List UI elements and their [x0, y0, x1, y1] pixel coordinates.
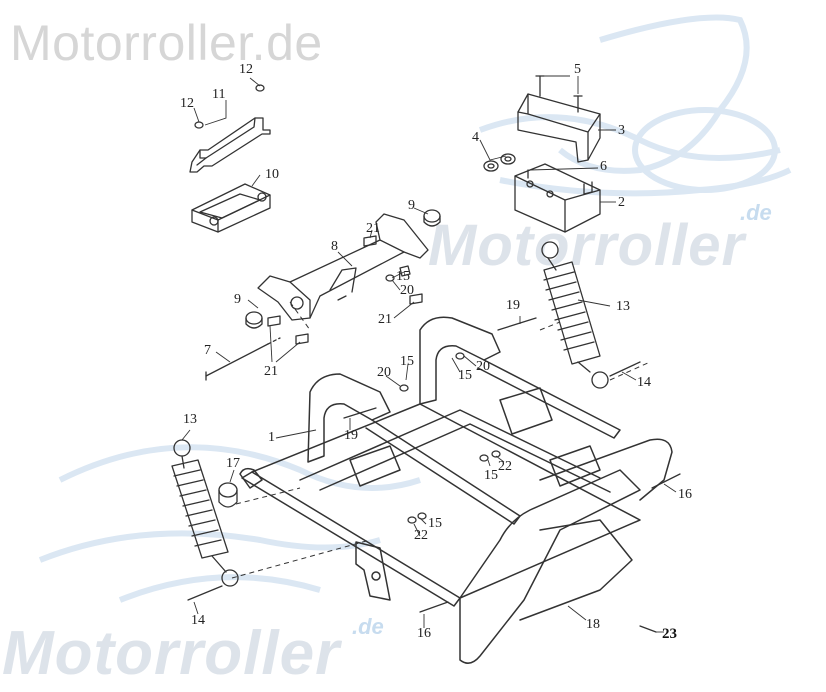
callout-9-right: 9	[408, 198, 415, 213]
callout-22-right: 22	[498, 459, 512, 474]
watermark-top: Motorroller.de	[10, 15, 323, 71]
callout-20-mid: 20	[476, 359, 490, 374]
callout-15-mid-right: 15	[458, 368, 472, 383]
bolt-part-16	[419, 601, 449, 613]
cover-part-3	[517, 93, 601, 163]
callout-19-right: 19	[506, 298, 520, 313]
watermark-bottom-suffix: .de	[352, 614, 384, 639]
callout-8: 8	[331, 239, 338, 254]
clip-part-21	[267, 235, 423, 345]
callout-4: 4	[472, 130, 479, 145]
bolt-part-23	[639, 625, 657, 633]
crossmember-part-8	[257, 213, 429, 321]
callout-15-lower: 15	[428, 516, 442, 531]
callout-19-left: 19	[344, 428, 358, 443]
callout-15-top: 15	[396, 269, 410, 284]
callout-14-right: 14	[637, 375, 651, 390]
callout-21-top: 21	[366, 221, 380, 236]
callout-21-mid: 21	[378, 312, 392, 327]
callout-12-left: 12	[180, 96, 194, 111]
callout-13-left: 13	[183, 412, 197, 427]
shock-absorber-part-13-left	[171, 439, 239, 587]
callout-2: 2	[618, 195, 625, 210]
bushing-part-17	[218, 482, 238, 508]
watermark-bottom: Motorroller	[2, 619, 341, 688]
shock-absorber-part-13	[541, 241, 609, 389]
box-part-10	[191, 183, 271, 233]
callout-20-top: 20	[400, 283, 414, 298]
callout-6: 6	[600, 159, 607, 174]
bracket-part-11	[189, 117, 271, 173]
alignment-lines	[231, 301, 651, 579]
scooter-watermark-art	[38, 14, 792, 603]
watermark-middle: Motorroller	[428, 213, 746, 278]
callout-11: 11	[212, 87, 226, 102]
bolt-part-7	[205, 343, 269, 377]
callout-10: 10	[265, 167, 279, 182]
callout-1: 1	[268, 430, 275, 445]
leader-lines	[181, 75, 677, 633]
callout-7: 7	[204, 343, 211, 358]
callout-14-left: 14	[191, 613, 205, 628]
callout-15-mid: 15	[400, 354, 414, 369]
callout-16-left: 16	[417, 626, 431, 641]
callout-16-right: 16	[678, 487, 692, 502]
bushing-part-9	[245, 209, 441, 329]
callout-5: 5	[574, 62, 581, 77]
callout-22-lower: 22	[414, 528, 428, 543]
callout-15-right: 15	[484, 468, 498, 483]
callout-13-right: 13	[616, 299, 630, 314]
callout-3: 3	[618, 123, 625, 138]
watermark-middle-suffix: .de	[740, 200, 772, 225]
nut-part-12	[194, 84, 265, 129]
frame-part-1	[239, 316, 673, 664]
callout-9-left: 9	[234, 292, 241, 307]
bracket-part-2	[514, 163, 601, 233]
callout-21-bottom: 21	[264, 364, 278, 379]
callout-23: 23	[662, 626, 677, 642]
bolt-part-14	[187, 585, 223, 601]
bolt-part-19	[497, 317, 537, 331]
callout-20-left: 20	[377, 365, 391, 380]
callout-18: 18	[586, 617, 600, 632]
washer-part-4	[483, 153, 516, 172]
callout-17: 17	[226, 456, 240, 471]
callout-12: 12	[239, 62, 253, 77]
